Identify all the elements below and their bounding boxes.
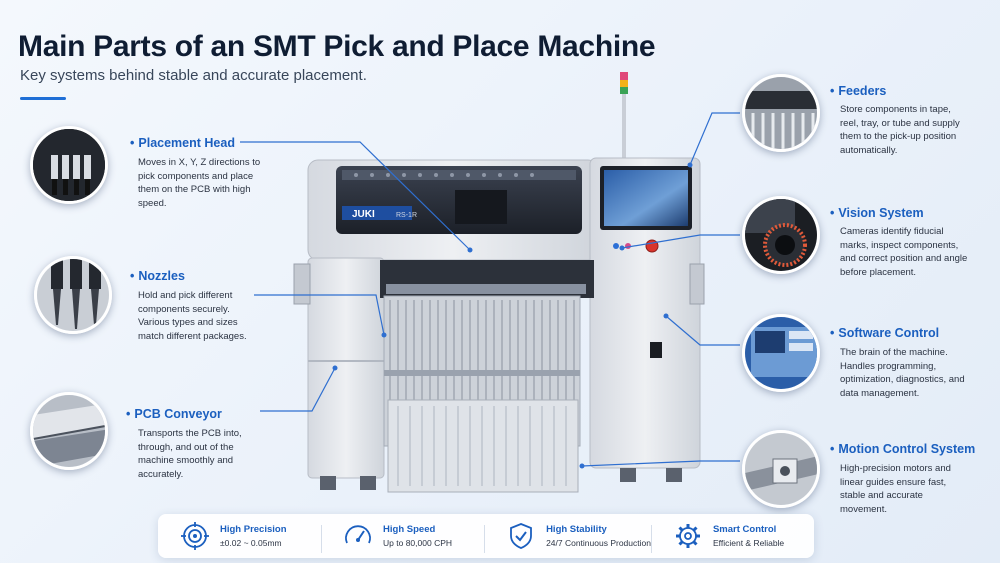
smt-machine-illustration: JUKI RS-1R xyxy=(293,72,705,493)
vision-system-description: Cameras identify fiducial marks, inspect… xyxy=(840,226,968,278)
stat-smart-control: Smart Control Efficient & Reliable xyxy=(650,521,814,553)
placement-head-description: Moves in X, Y, Z directions to pick comp… xyxy=(138,157,261,209)
key-specs-bar: High Precision ±0.02 ~ 0.05mm High Speed… xyxy=(158,514,814,558)
signal-tower xyxy=(620,72,628,158)
nozzles-photo xyxy=(34,256,112,334)
stat-high-speed: High Speed Up to 80,000 CPH xyxy=(321,521,484,553)
stat-title: High Precision xyxy=(220,524,287,535)
software-control-description: The brain of the machine. Handles progra… xyxy=(840,347,965,399)
software-control-photo xyxy=(742,314,820,392)
placement-head-title: •Placement Head xyxy=(130,136,235,150)
motion-control-title: •Motion Control System xyxy=(830,442,976,456)
gear-icon xyxy=(675,524,700,548)
stat-value: Efficient & Reliable xyxy=(712,538,785,548)
page-title: Main Parts of an SMT Pick and Place Mach… xyxy=(18,30,656,63)
model-label: RS-1R xyxy=(396,212,417,219)
title-underline xyxy=(20,97,66,100)
nozzles-description: Hold and pick different components secur… xyxy=(138,290,247,342)
pcb-conveyor-description: Transports the PCB into, through, and ou… xyxy=(138,428,242,480)
speedometer-icon xyxy=(345,525,371,544)
feeders-description: Store components in tape, reel, tray, or… xyxy=(840,104,960,156)
pcb-conveyor-title: •PCB Conveyor xyxy=(126,407,222,421)
vision-system-photo xyxy=(742,196,820,274)
feeders-photo xyxy=(742,74,820,152)
stat-value: ±0.02 ~ 0.05mm xyxy=(220,538,282,548)
stat-title: High Stability xyxy=(546,524,607,535)
brand-logo: JUKI xyxy=(352,209,375,220)
target-icon xyxy=(181,522,209,550)
page-subtitle: Key systems behind stable and accurate p… xyxy=(20,67,367,84)
vision-system-title: •Vision System xyxy=(830,206,924,220)
nozzles-title: •Nozzles xyxy=(130,269,185,283)
motion-control-description: High-precision motors and linear guides … xyxy=(840,463,951,515)
feeders-title: •Feeders xyxy=(830,84,887,98)
shield-check-icon xyxy=(510,523,532,549)
stat-high-precision: High Precision ±0.02 ~ 0.05mm xyxy=(158,521,321,551)
stat-title: High Speed xyxy=(383,524,436,535)
stat-value: 24/7 Continuous Production xyxy=(546,538,651,548)
motion-control-photo xyxy=(742,430,820,508)
placement-head-photo xyxy=(30,126,108,204)
software-control-title: •Software Control xyxy=(830,326,940,340)
stat-value: Up to 80,000 CPH xyxy=(383,538,453,548)
stat-high-stability: High Stability 24/7 Continuous Productio… xyxy=(484,521,651,553)
pcb-conveyor-photo xyxy=(30,392,108,470)
stat-title: Smart Control xyxy=(712,524,777,535)
